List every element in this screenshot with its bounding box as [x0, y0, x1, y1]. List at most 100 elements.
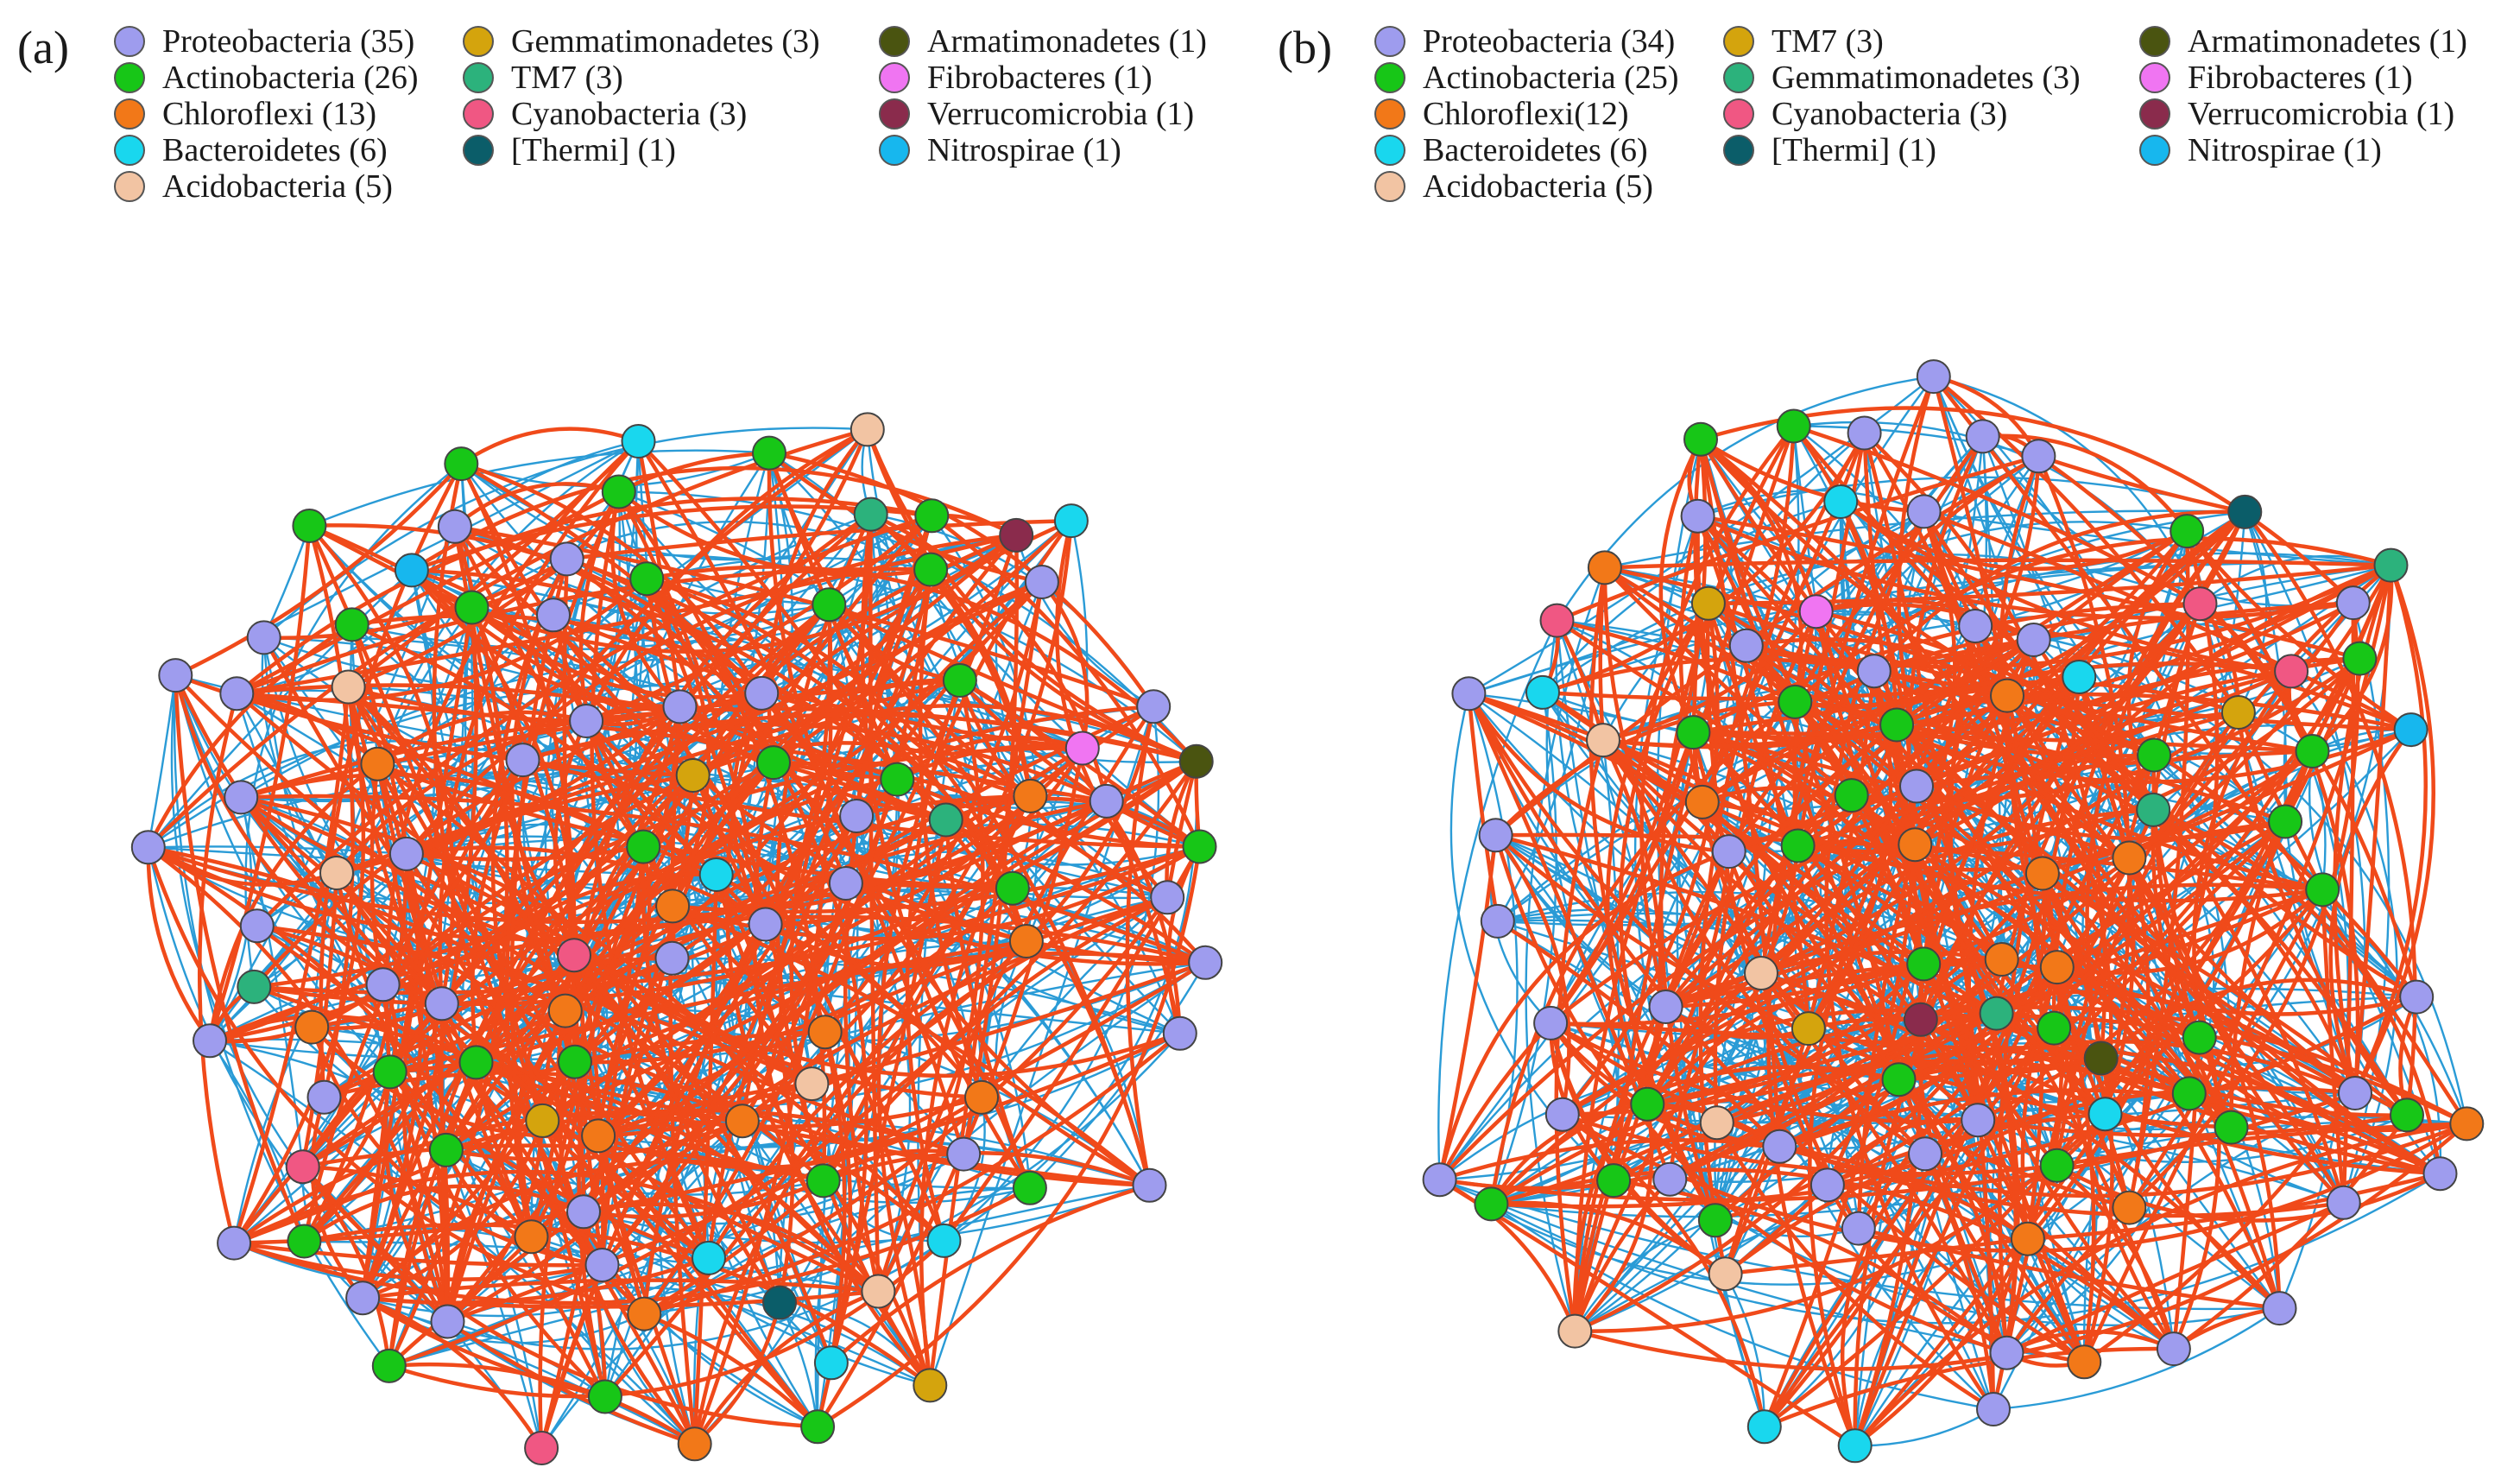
positive-edge: [360, 1295, 544, 1451]
legend-swatch-icon: [1723, 62, 1754, 93]
legend-item-fibrobacteres: Fibrobacteres (1): [879, 52, 1153, 104]
positive-edge: [238, 795, 577, 958]
negative-edge: [147, 674, 177, 849]
network-node: [2422, 1156, 2458, 1192]
network-node: [193, 1023, 227, 1059]
positive-edge: [2243, 509, 2417, 1117]
network-node: [1024, 565, 1059, 599]
legend-item-verrucomicrobia: Verrucomicrobia (1): [2139, 88, 2454, 140]
network-node: [549, 541, 584, 577]
legend-item-actinobacteria: Actinobacteria (25): [1374, 52, 1678, 104]
legend-swatch-icon: [1374, 171, 1405, 202]
positive-edge: [2055, 1163, 2442, 1223]
positive-edge: [1437, 1021, 1553, 1182]
network-node: [1958, 609, 1993, 643]
network-node: [2262, 1291, 2297, 1326]
legend-item-bacteroidetes: Bacteroidetes (6): [114, 124, 388, 176]
network-node: [853, 496, 888, 532]
legend-b: Proteobacteria (34) Actinobacteria (25) …: [1374, 16, 2514, 326]
negative-edge: [244, 462, 463, 989]
network-node: [964, 1079, 999, 1115]
positive-edge: [238, 795, 814, 1086]
legend-label: Armatimonadetes (1): [2188, 23, 2467, 60]
positive-edge: [1605, 601, 1711, 1107]
positive-edge: [1698, 437, 1803, 705]
negative-edge: [1525, 566, 1607, 1332]
positive-edge: [302, 1223, 932, 1388]
network-node: [1898, 827, 1933, 863]
positive-edge: [174, 461, 464, 678]
negative-edge: [1724, 1273, 1766, 1428]
legend-item-acidobacteria: Acidobacteria (5): [1374, 161, 1653, 212]
positive-edge: [1918, 509, 2247, 1022]
network-node: [437, 509, 472, 544]
positive-edge: [821, 1148, 966, 1183]
network-node: [914, 498, 950, 534]
positive-edge: [616, 451, 772, 494]
network-node: [2021, 439, 2056, 474]
network-node: [1841, 1211, 1876, 1246]
network-node: [536, 598, 571, 633]
positive-edge: [2055, 965, 2419, 1016]
network-node: [1906, 946, 1942, 982]
network-node: [1064, 731, 1100, 766]
positive-edge: [1700, 661, 2294, 805]
positive-edge: [2005, 1205, 2132, 1355]
positive-edge: [1838, 499, 2189, 572]
positive-edge: [919, 794, 1033, 1388]
network-node: [813, 1345, 849, 1381]
positive-edge: [551, 613, 847, 1365]
positive-edge: [1691, 730, 2315, 754]
legend-label: Gemmatimonadetes (3): [511, 23, 820, 60]
network-node: [2182, 586, 2218, 622]
positive-edge: [551, 613, 1085, 750]
network-node: [1809, 1167, 1845, 1203]
negative-edge: [1707, 432, 1866, 604]
negative-edge: [308, 449, 771, 528]
positive-edge: [1055, 518, 1170, 900]
positive-edge: [692, 895, 1170, 1446]
panel-label-a: (a): [17, 22, 69, 73]
positive-edge: [581, 1179, 825, 1219]
legend-swatch-icon: [463, 135, 494, 166]
legend-label: Nitrospirae (1): [927, 132, 1121, 168]
positive-edge: [1645, 871, 2045, 1107]
network-node: [525, 1103, 560, 1138]
network-node: [756, 745, 791, 781]
positive-edge: [1700, 800, 2192, 1096]
legend-swatch-icon: [1374, 98, 1405, 130]
positive-edge: [868, 512, 881, 1293]
positive-edge: [1039, 579, 1089, 750]
network-node: [1012, 1170, 1047, 1205]
positive-edge: [1601, 609, 1818, 743]
network-node: [1596, 1163, 1632, 1199]
positive-edge: [445, 1319, 697, 1446]
network-node: [2373, 547, 2409, 583]
network-node: [1728, 628, 1764, 663]
positive-edge: [1125, 705, 1156, 1188]
legend-swatch-icon: [879, 62, 910, 93]
positive-edge: [444, 512, 873, 1153]
positive-edge: [2341, 600, 2356, 1205]
network-node: [1834, 778, 1869, 813]
network-node: [1798, 594, 1834, 629]
positive-edge: [1696, 514, 1980, 1123]
positive-edge: [235, 566, 933, 696]
positive-edge: [1540, 690, 1731, 854]
network-node: [2083, 1040, 2119, 1076]
positive-edge: [1796, 374, 1936, 848]
network-node: [287, 1224, 322, 1259]
network-node: [2039, 950, 2075, 985]
positive-edge: [2005, 1330, 2176, 1355]
network-node: [1053, 503, 1089, 539]
network-node: [2274, 654, 2309, 689]
positive-edge: [1572, 971, 1764, 1333]
positive-edge: [231, 685, 366, 1245]
network-node: [2449, 1106, 2485, 1142]
positive-edge: [596, 579, 1045, 1138]
network-node: [1586, 723, 1620, 758]
network-node: [2393, 712, 2428, 748]
network-node: [1587, 550, 1622, 585]
positive-edge: [231, 1241, 604, 1268]
legend-swatch-icon: [1723, 26, 1754, 57]
